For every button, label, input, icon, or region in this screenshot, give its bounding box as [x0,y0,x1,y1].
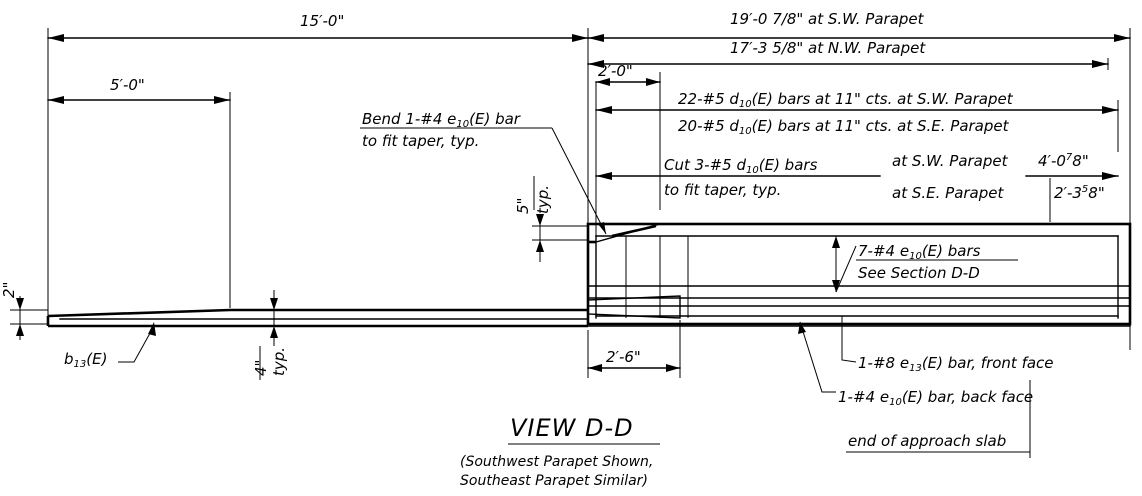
view-subtitle-1: (Southwest Parapet Shown, [460,454,653,470]
dim-2in-label: 2" [0,282,18,298]
dimension-2in: 2" [0,282,48,340]
bars-22-note: 22-#5 d10(E) bars at 11" cts. at S.W. Pa… [595,90,1119,152]
bars-7-text: 7-#4 e10(E) bars [858,242,981,262]
e10-text: 1-#4 e10(E) bar, back face [838,388,1033,408]
dimension-4in: 4" typ. [252,290,288,380]
se-label: at S.E. Parapet [892,184,1004,202]
bars-20-text: 20-#5 d10(E) bars at 11" cts. at S.E. Pa… [678,117,1010,137]
dim-4in-label: 4" [252,360,270,376]
dimension-17ft: 17′-3 5/8" at N.W. Parapet [587,39,1109,70]
approach-slab-note: end of approach slab [846,380,1031,458]
dim-2ft-label: 2′-0" [598,62,633,80]
cut-note: Cut 3-#5 d10(E) bars to fit taper, typ. [595,156,881,199]
e13-text: 1-#8 e13(E) bar, front face [858,354,1054,374]
cut-text-1: Cut 3-#5 d10(E) bars [664,156,818,176]
parapet-dims: at S.W. Parapet 4′-078" at S.E. Parapet … [892,152,1119,222]
dimension-5in: 5" typ. [514,176,588,262]
bars-22-text: 22-#5 d10(E) bars at 11" cts. at S.W. Pa… [678,90,1014,110]
sw-value: 4′-078" [1038,152,1089,170]
parapet [586,222,1132,350]
e10-note: 1-#4 e10(E) bar, back face [798,321,1033,408]
view-title: VIEW D-D (Southwest Parapet Shown, South… [460,414,660,489]
dim-19ft-label: 19′-0 7/8" at S.W. Parapet [730,10,925,28]
slab [46,308,1131,328]
dim-2-6-label: 2′-6" [606,348,641,366]
b13-text: b13(E) [64,350,107,370]
view-subtitle-2: Southeast Parapet Similar) [460,473,648,489]
e13-note: 1-#8 e13(E) bar, front face [841,316,1054,374]
dimension-2-6: 2′-6" [587,320,681,378]
approach-text: end of approach slab [848,432,1006,450]
dim-4in-typ: typ. [270,347,288,376]
dim-15ft-label: 15′-0" [300,12,344,30]
sw-label: at S.W. Parapet [892,152,1009,170]
dim-5in-typ: typ. [534,185,552,214]
dim-5in-label: 5" [514,198,532,214]
dim-17ft-label: 17′-3 5/8" at N.W. Parapet [730,39,926,57]
dimension-19ft: 19′-0 7/8" at S.W. Parapet [587,10,1131,350]
se-value: 2′-358" [1054,184,1105,202]
dim-5ft-label: 5′-0" [110,76,145,94]
cut-text-2: to fit taper, typ. [664,181,781,199]
bend-text-2: to fit taper, typ. [362,132,479,150]
dimension-5ft: 5′-0" [47,76,231,308]
bend-note: Bend 1-#4 e10(E) bar to fit taper, typ. [360,110,607,235]
dimension-2ft: 2′-0" [595,62,661,250]
dimension-15ft: 15′-0" [47,12,589,318]
section-text: See Section D-D [858,264,980,282]
b13-note: b13(E) [64,322,156,370]
view-title-text: VIEW D-D [510,414,634,442]
bend-text-1: Bend 1-#4 e10(E) bar [362,110,521,130]
bars-7-note: 7-#4 e10(E) bars See Section D-D [832,236,1018,293]
